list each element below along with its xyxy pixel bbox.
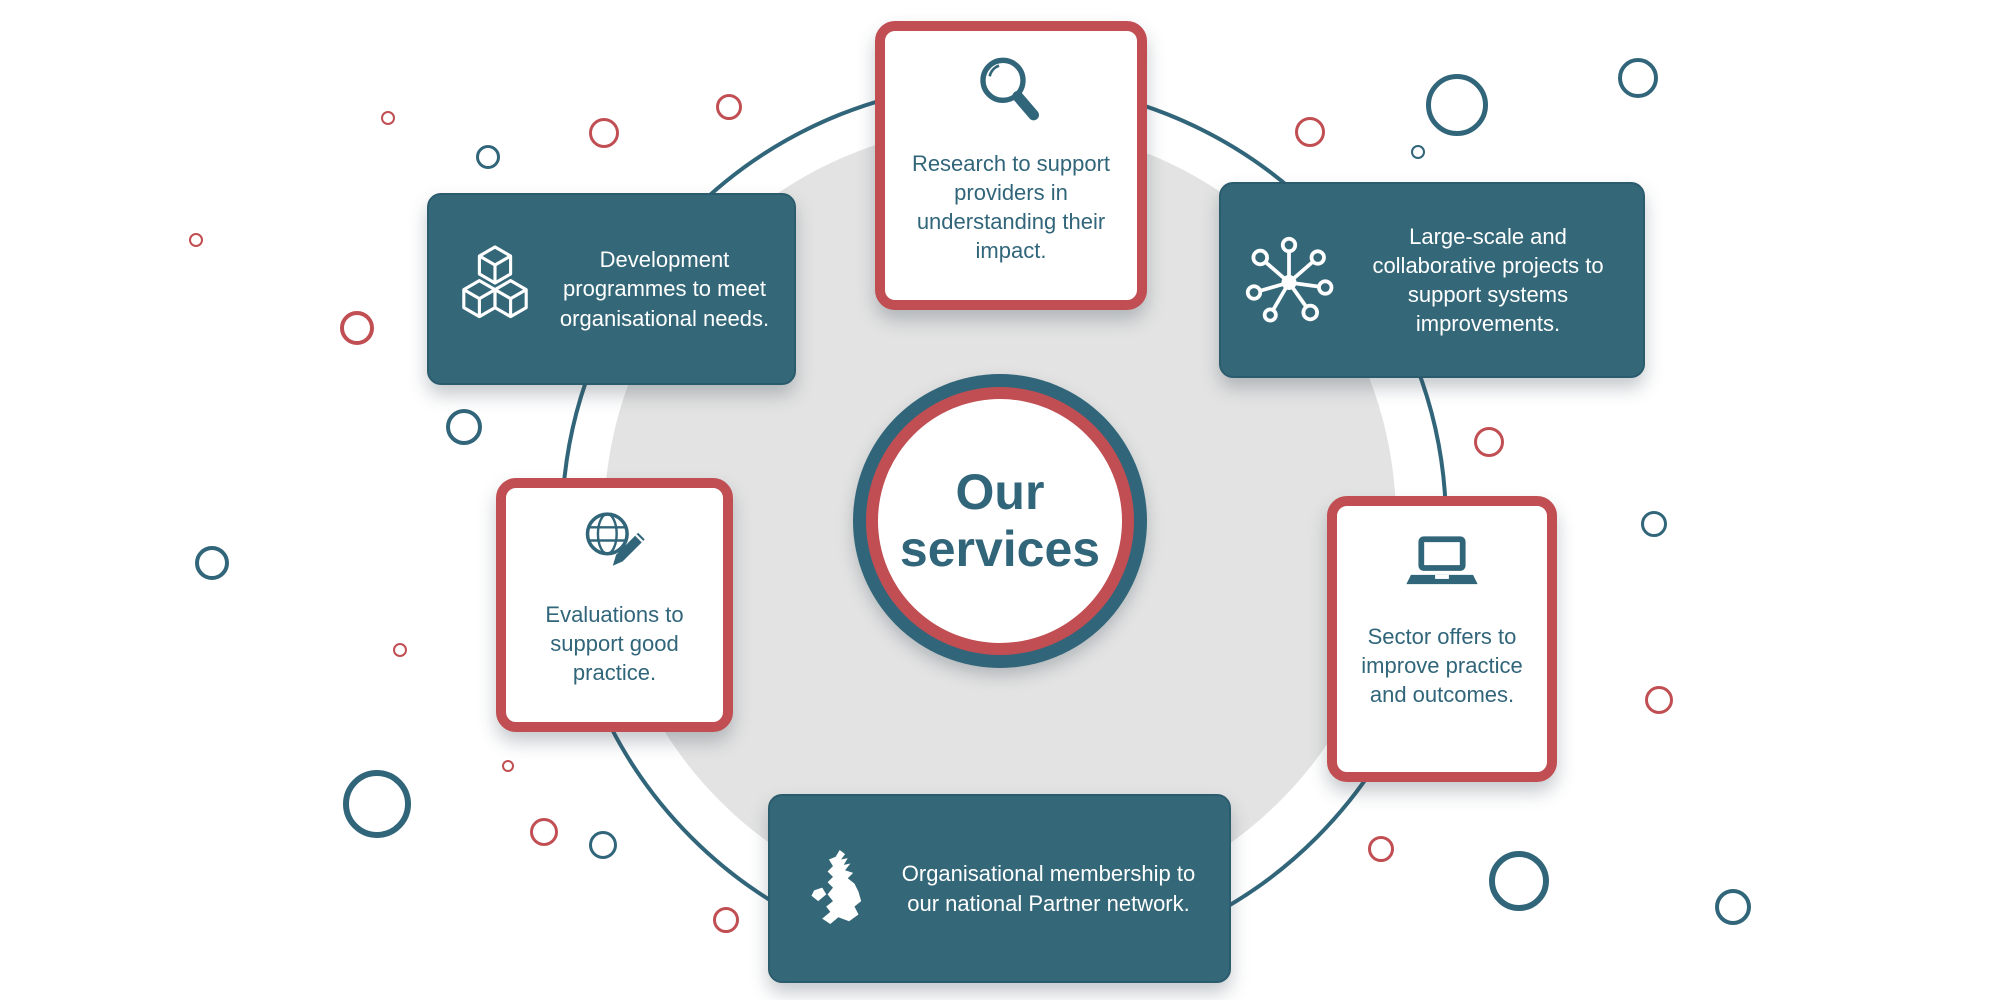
card-text: Large-scale and collaborative projects t… [1372,223,1604,337]
card-research: Research to support providers in underst… [875,21,1147,310]
decorative-circle [502,760,514,772]
decorative-circle [189,233,203,247]
card-sector-offers: Sector offers to improve practice and ou… [1327,496,1557,782]
decorative-circle [1645,686,1673,714]
center-circle-face: Our services [878,399,1122,643]
decorative-circle [1641,511,1667,537]
decorative-circle [1489,851,1549,911]
decorative-circle [393,643,407,657]
decorative-circle [1426,74,1488,136]
decorative-circle [1715,889,1751,925]
globe-pencil-icon [571,502,659,590]
network-nodes-icon [1239,230,1339,330]
laptop-icon [1396,522,1488,614]
decorative-circle [340,311,374,345]
decorative-circle [1295,117,1325,147]
center-circle-red-ring: Our services [866,387,1134,655]
decorative-circle [1474,427,1504,457]
decorative-circle [381,111,395,125]
decorative-circle [476,145,500,169]
center-circle: Our services [853,374,1147,668]
decorative-circle [713,907,739,933]
decorative-circle [716,94,742,120]
card-evaluations: Evaluations to support good practice. [496,478,733,732]
card-text: Research to support providers in underst… [911,151,1111,264]
decorative-circle [1368,836,1394,862]
card-development: Development programmes to meet organisat… [427,193,796,385]
diagram-title-line1: Our [955,463,1045,520]
decorative-circle [446,409,482,445]
decorative-circle [1618,58,1658,98]
card-text: Development programmes to meet organisat… [559,247,770,331]
card-membership: Organisational membership to our nationa… [768,794,1231,983]
card-text: Evaluations to support good practice. [545,602,684,686]
diagram-title: Our services [900,464,1100,579]
uk-map-icon [794,839,880,939]
card-text: Sector offers to improve practice and ou… [1361,624,1523,708]
decorative-circle [343,770,411,838]
magnifier-search-icon [963,47,1059,143]
card-large-scale-projects: Large-scale and collaborative projects t… [1219,182,1645,378]
diagram-title-line2: services [899,521,1101,577]
decorative-circle [1411,145,1425,159]
decorative-circle [589,118,619,148]
decorative-circle [589,831,617,859]
building-blocks-icon [447,241,543,337]
card-text: Organisational membership to our nationa… [901,861,1196,916]
decorative-circle [195,546,229,580]
decorative-circle [530,818,558,846]
